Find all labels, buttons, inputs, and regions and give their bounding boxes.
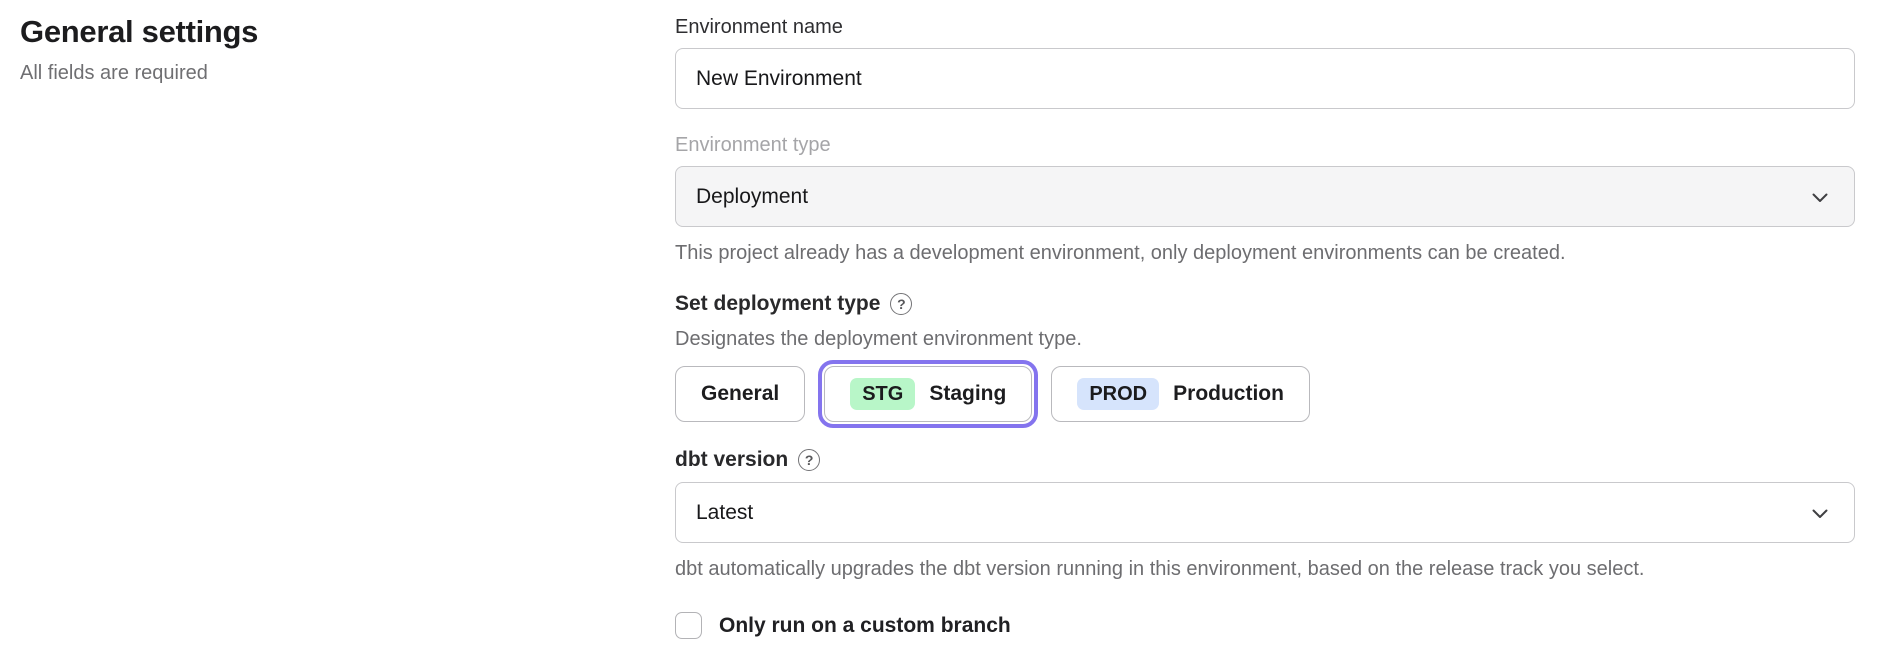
page-title: General settings	[20, 14, 259, 49]
deployment-type-staging-label: Staging	[929, 382, 1007, 405]
chevron-down-icon	[1812, 501, 1828, 525]
deployment-type-description: Designates the deployment environment ty…	[675, 328, 1082, 350]
general-settings-intro: General settings All fields are required	[20, 14, 258, 85]
deployment-type-general-label: General	[701, 382, 780, 405]
environment-type-helper: This project already has a development e…	[675, 242, 1566, 264]
page-subtitle: All fields are required	[20, 62, 208, 84]
staging-badge: STG	[850, 378, 916, 410]
dbt-version-helper: dbt automatically upgrades the dbt versi…	[675, 558, 1645, 580]
dbt-version-select[interactable]: Latest	[675, 482, 1855, 543]
environment-type-label: Environment type	[675, 134, 831, 156]
deployment-type-options: General STG Staging PROD Production	[675, 360, 1855, 428]
deployment-type-selected-ring: STG Staging	[818, 360, 1039, 428]
environment-form: Environment name Environment type Deploy…	[675, 16, 1855, 639]
custom-branch-label: Only run on a custom branch	[719, 613, 1011, 637]
environment-name-label: Environment name	[675, 16, 843, 38]
deployment-type-staging-button[interactable]: STG Staging	[824, 366, 1033, 422]
production-badge: PROD	[1077, 378, 1160, 410]
deployment-type-title-text: Set deployment type	[675, 292, 881, 315]
custom-branch-row: Only run on a custom branch	[675, 612, 1855, 639]
dbt-version-title-text: dbt version	[675, 448, 789, 471]
environment-type-value: Deployment	[696, 184, 809, 208]
environment-type-select: Deployment	[675, 166, 1855, 227]
custom-branch-checkbox[interactable]	[675, 612, 702, 639]
deployment-type-section-title: Set deployment type ?	[675, 292, 1855, 316]
dbt-version-section-title: dbt version ?	[675, 448, 1855, 472]
help-circle-icon[interactable]: ?	[890, 293, 913, 315]
help-circle-icon[interactable]: ?	[798, 449, 821, 471]
deployment-type-production-button[interactable]: PROD Production	[1051, 366, 1310, 422]
chevron-down-icon	[1812, 185, 1828, 209]
dbt-version-value: Latest	[696, 500, 754, 524]
environment-name-input[interactable]	[675, 48, 1855, 109]
deployment-type-general-button[interactable]: General	[675, 366, 806, 422]
deployment-type-production-label: Production	[1173, 382, 1284, 405]
